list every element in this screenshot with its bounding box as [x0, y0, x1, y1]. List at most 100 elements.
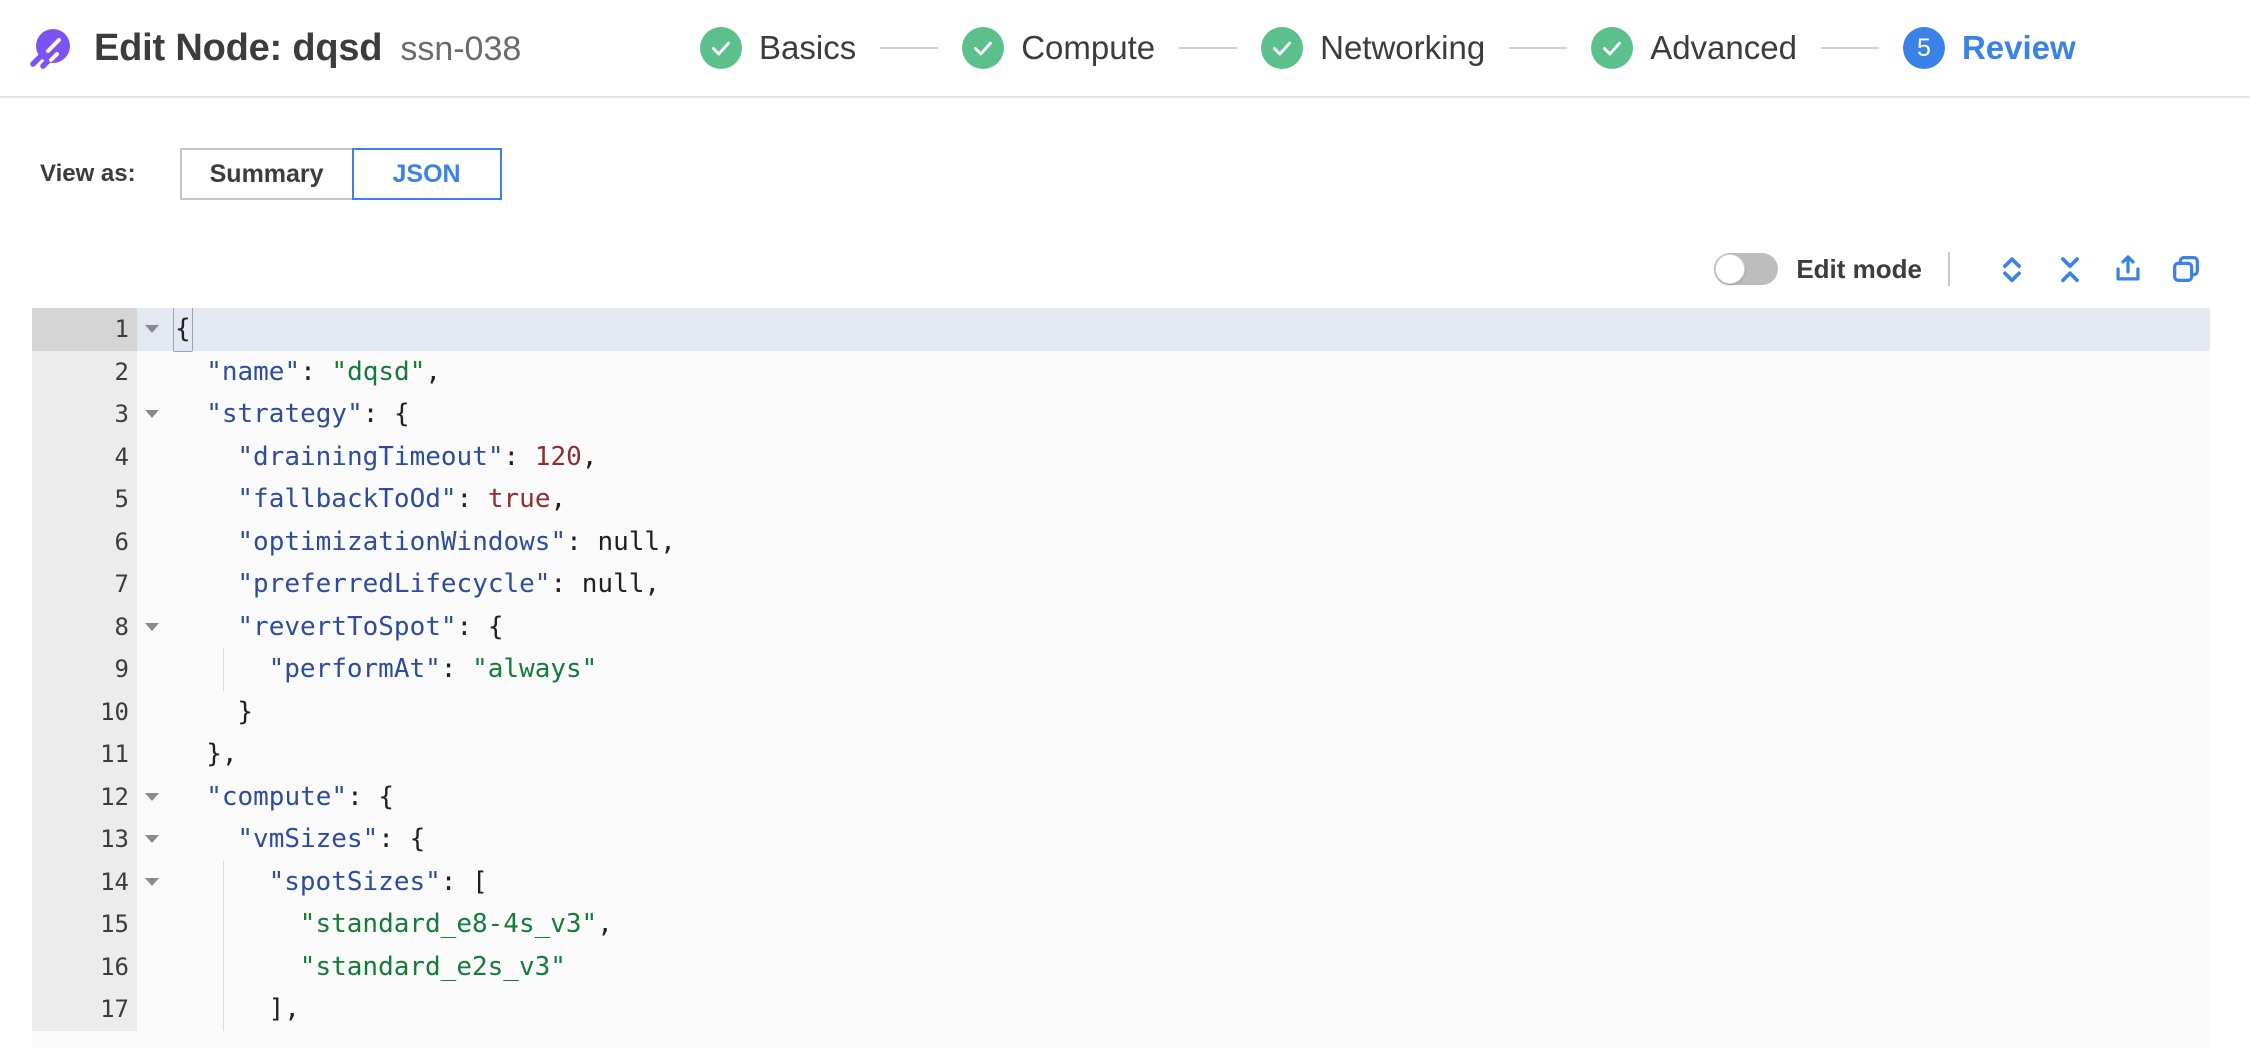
line-number: 13 [100, 825, 129, 854]
copy-icon[interactable] [2164, 247, 2208, 291]
line-number: 3 [114, 400, 129, 429]
code-text[interactable]: "optimizationWindows": null, [163, 521, 675, 564]
code-line[interactable]: 16 "standard_e2s_v3" [32, 945, 2210, 989]
code-line[interactable]: 3 "strategy": { [32, 393, 2210, 436]
line-gutter: 15 [32, 903, 137, 946]
line-number: 10 [100, 697, 129, 726]
line-gutter: 5 [32, 478, 137, 521]
code-line[interactable]: 5 "fallbackToOd": true, [32, 478, 2210, 521]
code-line[interactable]: 9 "performAt": "always" [32, 648, 2210, 691]
step-networking[interactable]: Networking [1261, 27, 1485, 69]
code-text[interactable]: "standard_e2s_v3" [163, 946, 566, 989]
code-line[interactable]: 17], [32, 988, 2210, 1031]
line-number: 12 [100, 782, 129, 811]
collapse-all-icon[interactable] [2048, 247, 2092, 291]
share-export-icon[interactable] [2106, 247, 2150, 291]
code-line[interactable]: 7 "preferredLifecycle": null, [32, 563, 2210, 606]
fold-toggle-icon[interactable] [141, 325, 163, 334]
chevron-down-icon [145, 877, 159, 886]
code-text[interactable]: "compute": { [163, 776, 394, 819]
json-editor[interactable]: 1{2 "name": "dqsd", 3 "strategy": { 4 "draini… [32, 308, 2210, 1048]
code-token: : [456, 484, 488, 514]
code-text[interactable]: { [163, 308, 193, 352]
code-token: "vmSizes" [237, 824, 379, 854]
code-token: null [597, 526, 661, 557]
view-as-summary-button[interactable]: Summary [179, 148, 352, 200]
code-token: : { [456, 611, 504, 642]
line-gutter: 7 [32, 563, 137, 606]
fold-toggle-icon[interactable] [141, 622, 163, 631]
fold-toggle-icon[interactable] [141, 877, 163, 886]
line-gutter: 2 [32, 350, 137, 393]
indent-guide [223, 903, 225, 946]
code-token: ], [268, 994, 300, 1024]
toolbar-divider [1948, 252, 1950, 286]
code-token: , [581, 441, 598, 472]
code-token: : { [378, 824, 426, 854]
code-line[interactable]: 6"optimizationWindows": null, [32, 520, 2210, 564]
code-line[interactable]: 11}, [32, 733, 2210, 776]
json-code-body[interactable]: 1{2 "name": "dqsd", 3 "strategy": { 4 "draini… [32, 308, 2210, 1031]
line-gutter: 3 [32, 393, 137, 436]
line-number: 8 [114, 612, 129, 641]
code-line[interactable]: 2 "name": "dqsd", [32, 350, 2210, 394]
code-text[interactable]: "name": "dqsd", [163, 351, 441, 394]
code-text[interactable]: }, [163, 733, 237, 776]
code-line[interactable]: 13 "vmSizes": { [32, 818, 2210, 861]
code-token: : [503, 441, 535, 472]
fold-toggle-icon[interactable] [141, 792, 163, 801]
code-line[interactable]: 15 "standard_e8-4s_v3", [32, 903, 2210, 946]
step-check-icon [1591, 27, 1634, 69]
code-line[interactable]: 14 "spotSizes": [ [32, 860, 2210, 904]
line-gutter: 9 [32, 648, 137, 691]
indent-guide [223, 988, 225, 1031]
indent-guide [223, 945, 225, 988]
line-number: 7 [114, 570, 129, 599]
step-basics[interactable]: Basics [700, 27, 856, 69]
view-as-json-button[interactable]: JSON [351, 148, 502, 200]
code-line[interactable]: 12 "compute": { [32, 775, 2210, 819]
code-token: "standard_e8-4s_v3" [299, 909, 598, 939]
code-token: "dqsd" [331, 356, 426, 387]
line-number: 14 [100, 867, 129, 896]
step-label-review: Review [1961, 29, 2076, 66]
code-line[interactable]: 4 "drainingTimeout": 120, [32, 435, 2210, 479]
code-text[interactable]: ], [163, 988, 300, 1031]
step-compute[interactable]: Compute [962, 27, 1155, 69]
code-token: { [173, 308, 193, 352]
code-token: true [487, 484, 551, 514]
edit-mode-toggle[interactable] [1714, 253, 1779, 285]
code-text[interactable]: "strategy": { [163, 393, 410, 436]
code-token: "preferredLifecycle" [237, 569, 551, 599]
code-text[interactable]: "vmSizes": { [163, 818, 425, 861]
code-line[interactable]: 8 "revertToSpot": { [32, 605, 2210, 649]
code-text[interactable]: "preferredLifecycle": null, [163, 563, 660, 606]
line-gutter: 17 [32, 988, 137, 1031]
fold-toggle-icon[interactable] [141, 410, 163, 419]
code-token: , [597, 909, 613, 939]
indent-guide [223, 648, 225, 691]
edit-mode-label: Edit mode [1796, 253, 1922, 284]
step-review[interactable]: 5 Review [1902, 27, 2076, 69]
code-text[interactable]: "fallbackToOd": true, [163, 478, 566, 521]
code-token: "optimizationWindows" [237, 526, 567, 557]
line-number: 4 [114, 442, 129, 471]
step-advanced[interactable]: Advanced [1591, 27, 1797, 69]
line-gutter: 16 [32, 945, 137, 988]
code-text[interactable]: "drainingTimeout": 120, [163, 436, 597, 479]
code-text[interactable]: "revertToSpot": { [163, 606, 504, 649]
line-gutter: 14 [32, 860, 137, 903]
code-text[interactable]: "performAt": "always" [163, 648, 598, 691]
code-line[interactable]: 10} [32, 690, 2210, 734]
code-token: "standard_e2s_v3" [299, 951, 566, 982]
expand-all-icon[interactable] [1990, 247, 2034, 291]
step-connector [1509, 47, 1568, 49]
code-text[interactable]: "standard_e8-4s_v3", [163, 903, 613, 946]
step-label-networking: Networking [1320, 29, 1486, 66]
fold-toggle-icon[interactable] [141, 835, 163, 844]
code-text[interactable]: } [163, 691, 253, 734]
code-text[interactable]: "spotSizes": [ [163, 861, 488, 904]
header-title-block: Edit Node: dqsd ssn-038 [94, 27, 521, 70]
spot-logo-icon [26, 25, 72, 71]
code-line[interactable]: 1{ [32, 308, 2210, 352]
